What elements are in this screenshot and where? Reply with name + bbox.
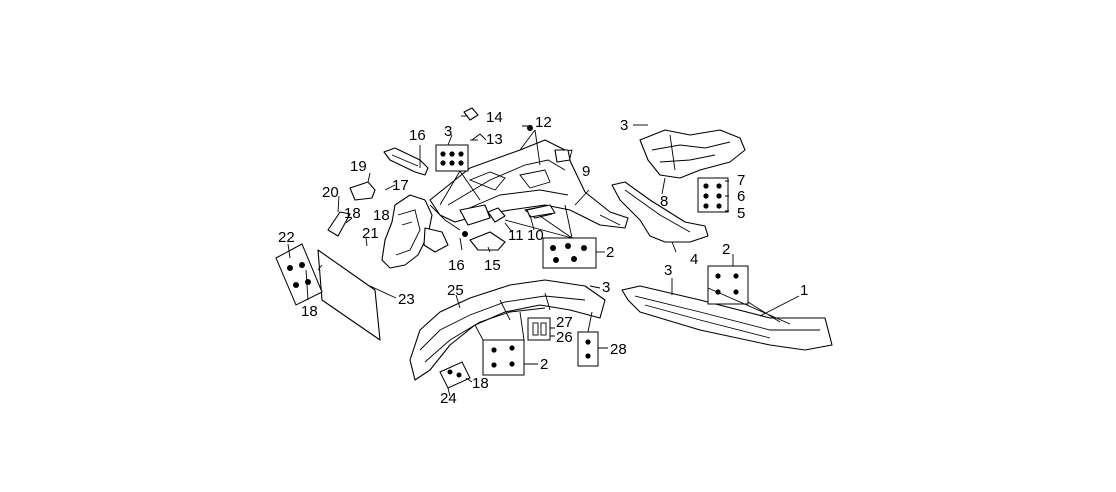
- callout-10: 10: [527, 227, 544, 244]
- callout-23: 23: [398, 291, 415, 308]
- callout-9: 9: [582, 163, 590, 180]
- callout-2-lower: 2: [540, 356, 548, 373]
- callout-27: 27: [556, 314, 573, 331]
- callout-17: 17: [392, 177, 409, 194]
- callout-18-bottom: 18: [472, 375, 489, 392]
- part-3-box-left: [435, 144, 469, 172]
- part-2-box-right: [707, 265, 749, 305]
- license-plate-23: [317, 249, 381, 341]
- callout-6: 6: [737, 188, 745, 205]
- callout-12: 12: [535, 114, 552, 131]
- rear-fender: [381, 194, 449, 269]
- callout-3-left: 3: [444, 123, 452, 140]
- callout-15: 15: [484, 257, 501, 274]
- part-5-7-box: [697, 177, 729, 213]
- callout-18-lower: 18: [301, 303, 318, 320]
- callout-18-mid: 18: [344, 205, 361, 222]
- callout-11: 11: [508, 227, 524, 244]
- part-22-box: [275, 243, 323, 306]
- callout-22: 22: [278, 229, 295, 246]
- part-20-reflector: [327, 211, 351, 237]
- callout-24: 24: [440, 390, 457, 407]
- callout-13: 13: [486, 131, 503, 148]
- callout-20: 20: [322, 184, 339, 201]
- callout-labels: 1 2 3 2 4 5 6 7 8 3 9 12 14 13 3 16 19 1…: [278, 109, 808, 407]
- callout-3-lower: 3: [602, 279, 610, 296]
- callout-3-top: 3: [620, 117, 628, 134]
- callout-19: 19: [350, 158, 367, 175]
- callout-1: 1: [800, 282, 808, 299]
- callout-4: 4: [690, 251, 698, 268]
- callout-2-right: 2: [722, 241, 730, 258]
- part-10-11: [487, 204, 556, 223]
- callout-3-right: 3: [664, 262, 672, 279]
- leader-lines: [287, 115, 800, 397]
- callout-16-upper: 16: [409, 127, 426, 144]
- part-2-box-lower: [482, 339, 525, 376]
- part-15: [462, 231, 506, 251]
- callout-5: 5: [737, 205, 745, 222]
- part-26-27-box: [527, 317, 551, 341]
- part-28-box: [577, 331, 599, 367]
- callout-25: 25: [447, 282, 464, 299]
- part-8-bracket: [639, 129, 746, 179]
- callout-8: 8: [660, 193, 668, 210]
- part-19-bracket: [349, 181, 376, 201]
- part-24-box: [439, 361, 471, 389]
- callout-7: 7: [737, 172, 745, 189]
- part-1-floor-rail: [621, 285, 833, 351]
- part-2-box-center: [542, 237, 597, 269]
- callout-18-upper: 18: [373, 207, 390, 224]
- callout-21: 21: [362, 225, 379, 242]
- callout-14: 14: [486, 109, 503, 126]
- callout-28: 28: [610, 341, 627, 358]
- callout-2-center: 2: [606, 244, 614, 261]
- callout-26: 26: [556, 329, 573, 346]
- callout-16-lower: 16: [448, 257, 465, 274]
- part-16-upper: [383, 147, 429, 176]
- small-parts-12-14: [463, 107, 533, 141]
- part-4-crossmember: [611, 181, 709, 243]
